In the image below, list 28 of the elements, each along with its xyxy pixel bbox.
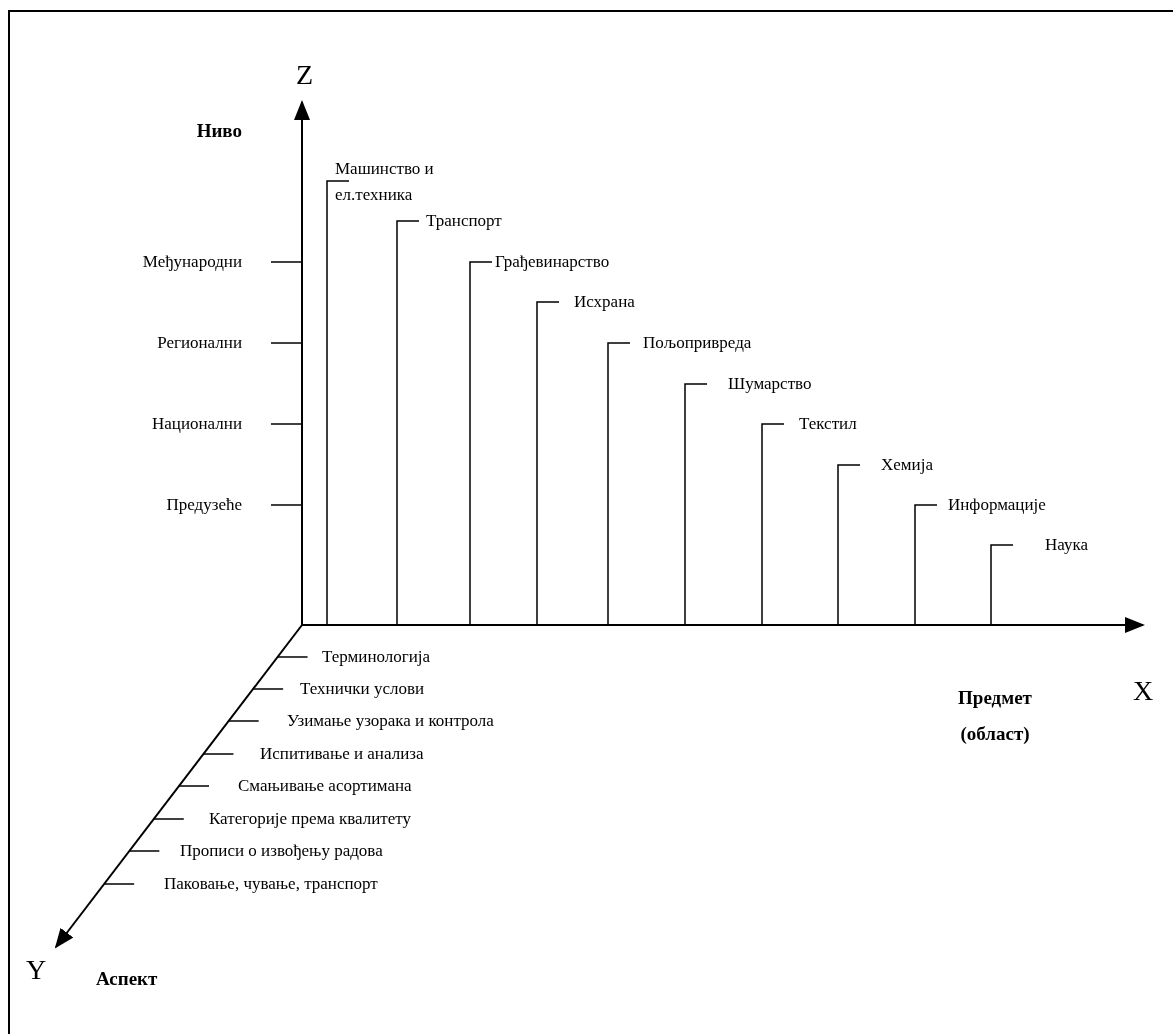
subject-label: Машинство и ел.техника [335,158,435,206]
subject-label: Исхрана [574,291,635,313]
level-label: Регионални [157,332,242,354]
axis-letter: X [1133,676,1154,706]
subject-label: Хемија [881,454,933,476]
axis-title: Аспект [96,968,158,990]
subject-label: Текстил [799,413,857,435]
subject-label: Грађевинарство [495,251,610,273]
axis-letter: Z [296,60,314,90]
aspect-label: Смањивање асортимана [238,775,412,797]
aspect-label: Категорије према квалитету [209,808,411,830]
level-label: Национални [152,413,242,435]
aspect-label: Узимање узорака и контрола [287,710,494,732]
aspect-label: Прописи о извођењу радова [180,840,383,862]
axis-title: Ниво [196,120,242,142]
subject-label: Пољопривреда [643,332,752,354]
axis-title: Предмет (област) [957,686,1033,746]
level-label: Међународни [142,251,242,273]
subject-label: Информације [948,494,1046,516]
subject-label: Транспорт [426,210,502,232]
aspect-label: Испитивање и анализа [260,743,424,765]
axis-letter: Y [26,955,47,985]
aspect-label: Паковање, чување, транспорт [164,873,378,895]
aspect-label: Терминологија [322,646,431,668]
subject-label: Наука [1045,534,1088,556]
level-label: Предузеће [166,494,242,516]
subject-label: Шумарство [728,373,812,395]
aspect-label: Технички услови [300,678,425,700]
